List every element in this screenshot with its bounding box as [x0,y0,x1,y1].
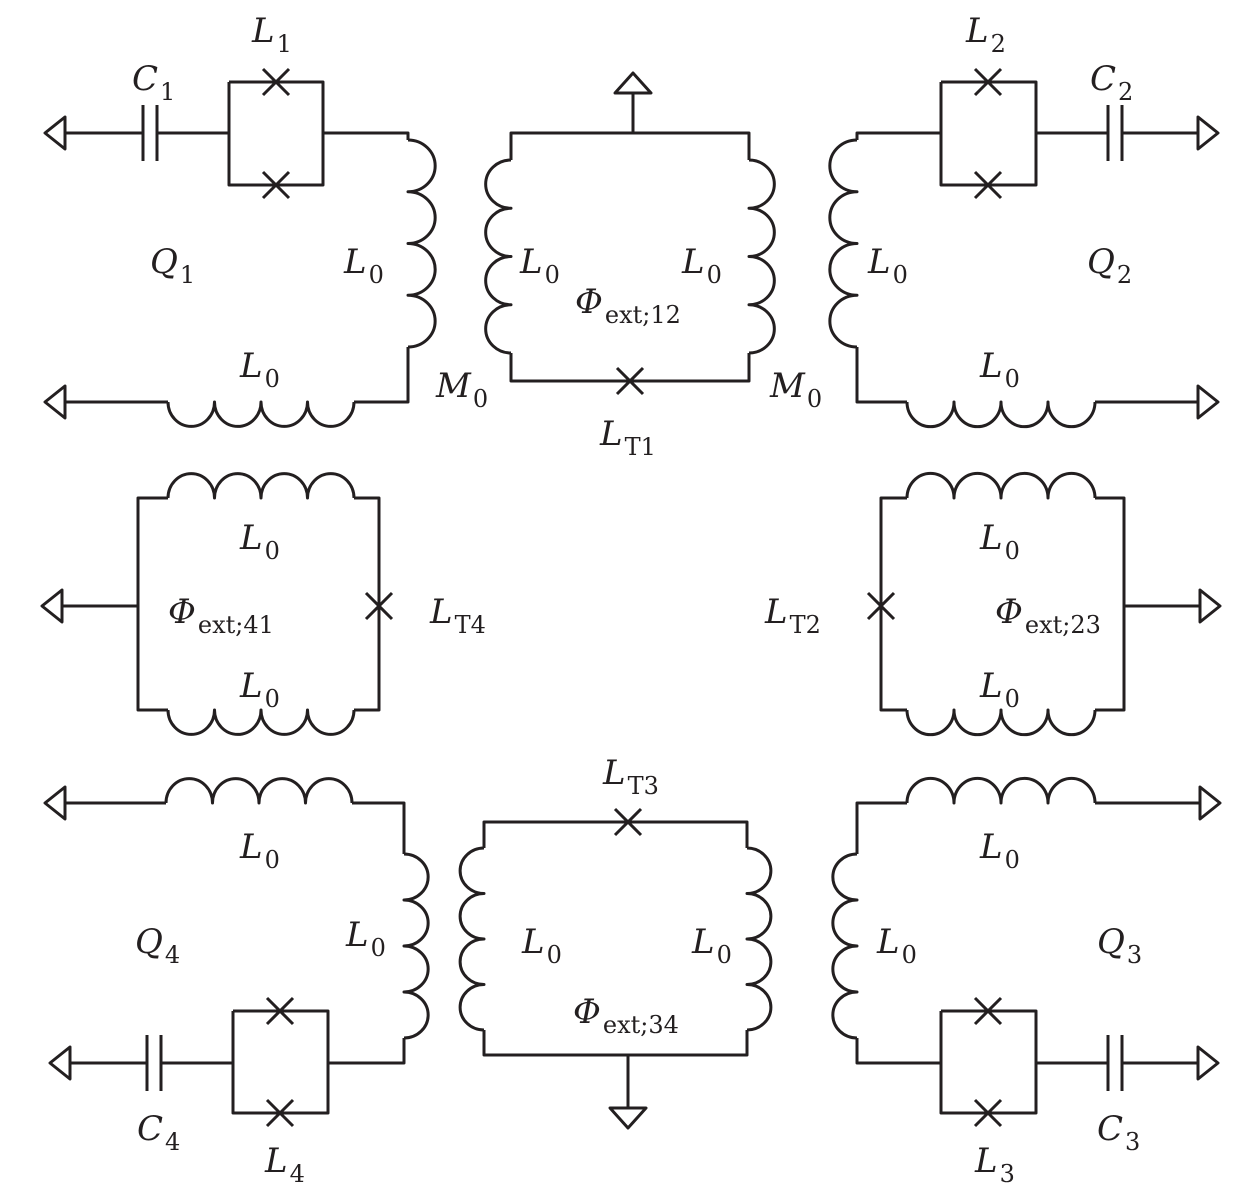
ground-symbol [1198,785,1222,821]
inductor-c34-right [745,846,773,1032]
label-m0-left: M0 [435,366,488,413]
label-q2: Q2 [1087,242,1132,289]
junction-lt2 [866,591,896,621]
ground-symbol [1196,384,1220,420]
squid-loop-q3 [939,1009,1038,1115]
label-l0: L0 [239,518,280,565]
coupler-41-loop [136,496,168,712]
inductor-q1-horizontal [166,400,356,428]
ground-symbol [1198,588,1222,624]
label-c1: C1 [132,59,175,106]
inductor-q4-horizontal [164,777,354,805]
inductor-q2-horizontal [905,400,1097,429]
wire [482,1030,749,1057]
label-m0-right: M0 [769,366,822,413]
wire [855,347,907,404]
wire [328,1038,406,1065]
label-c3: C3 [1097,1109,1140,1156]
label-lt3: LT3 [602,753,659,800]
label-l0: L0 [239,827,280,874]
label-l0: L0 [519,242,560,289]
coupler-12-loop [509,131,751,160]
inductor-q4-vertical [402,852,430,1040]
label-l0: L0 [979,518,1020,565]
label-l0: L0 [876,922,917,969]
label-l0: L0 [239,666,280,713]
label-l0: L0 [521,922,562,969]
inductor-c41-bottom [166,708,356,736]
label-lt2: LT2 [764,592,821,639]
label-l0: L0 [979,827,1020,874]
label-phi-ext-34: Φext;34 [573,992,679,1039]
wire [352,801,406,854]
inductor-c23-bottom [905,708,1097,737]
label-q1: Q1 [150,242,195,289]
label-c2: C2 [1090,59,1133,106]
wire [855,801,907,854]
wire [509,353,751,383]
label-l2: L2 [965,11,1006,58]
label-lt4: LT4 [429,592,486,639]
label-q3: Q3 [1097,922,1142,969]
inductor-c12-left [484,158,513,355]
label-l3: L3 [974,1141,1015,1188]
label-lt1: LT1 [599,414,656,461]
inductor-q2-vertical [828,138,859,349]
ground-symbol [43,115,67,151]
wire [1095,496,1126,712]
inductor-c23-top [905,471,1097,500]
label-q4: Q4 [135,922,180,969]
label-l1: L1 [251,11,292,58]
junction-lt3 [613,807,643,837]
josephson-junction [973,170,1003,200]
inductor-c12-right [747,158,776,355]
circuit-wires [40,67,1222,1130]
ground-symbol [613,71,653,95]
wire [354,347,410,404]
label-l0: L0 [343,242,384,289]
label-l0: L0 [691,922,732,969]
ground-symbol [608,1106,648,1130]
junction-lt1 [615,366,645,396]
label-phi-ext-23: Φext;23 [995,592,1101,639]
ground-symbol [48,1045,72,1081]
label-l4: L4 [264,1141,305,1188]
label-l0: L0 [345,915,386,962]
wire [323,131,410,140]
josephson-junction [973,996,1003,1026]
josephson-junction [261,170,291,200]
label-l0: L0 [239,346,280,393]
label-l0: L0 [867,242,908,289]
ground-symbol [1196,1045,1220,1081]
squid-loop-q2 [939,80,1038,187]
ground-symbol [43,384,67,420]
josephson-junction [973,1098,1003,1128]
label-l0: L0 [979,666,1020,713]
label-phi-ext-41: Φext;41 [168,592,274,639]
squid-loop-q4 [231,1009,330,1115]
josephson-junction [261,67,291,97]
inductor-c34-left [458,846,486,1032]
josephson-junction [973,67,1003,97]
josephson-junction [265,996,295,1026]
label-l0: L0 [681,242,722,289]
wire [855,131,941,140]
label-phi-ext-12: Φext;12 [575,282,681,329]
wire [855,1038,941,1065]
ground-symbol [1196,115,1220,151]
josephson-junction [265,1098,295,1128]
coupler-34-loop [482,820,749,848]
squid-loop-q1 [227,80,325,187]
inductor-c41-top [166,472,356,500]
label-l0: L0 [979,346,1020,393]
label-c4: C4 [137,1109,180,1156]
inductor-q3-horizontal [905,776,1097,805]
ground-symbol [43,785,67,821]
ground-symbol [40,588,64,624]
inductor-q1-vertical [406,138,437,349]
inductor-q3-vertical [831,852,859,1040]
junction-lt4 [364,591,394,621]
